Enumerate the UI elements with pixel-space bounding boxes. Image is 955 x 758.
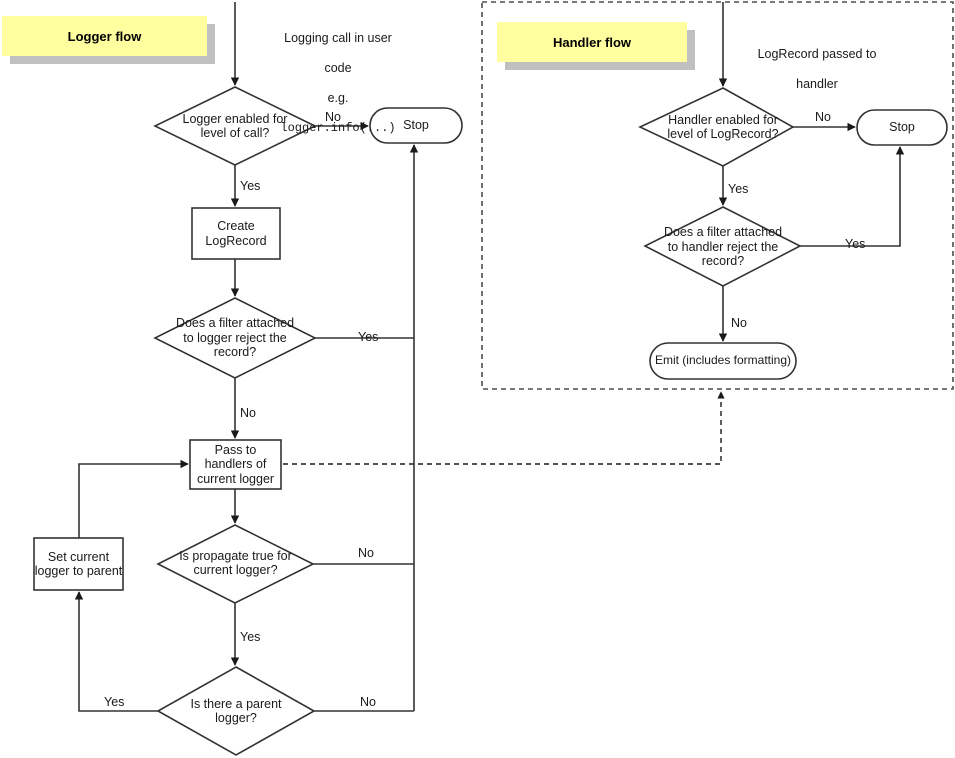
edge-pass-to-emit-dashed [283, 391, 725, 465]
edge-handler-filter-yes [800, 146, 905, 247]
logger-entry-line-3: e.g. [327, 91, 349, 105]
shape-create-logrecord [191, 207, 281, 260]
edge-label-handler-enabled-no: No [815, 110, 831, 124]
edge-label-handler-filter-yes: Yes [845, 237, 866, 251]
shape-handler-filter [643, 206, 802, 287]
edge-label-propagate-no: No [358, 546, 374, 560]
logger-entry-code: logger.info(...) [280, 121, 396, 135]
handler-flow-banner-label: Handler flow [552, 34, 631, 50]
shape-stop-handler [856, 109, 948, 146]
logger-entry-line-2: code [324, 61, 352, 75]
logger-entry-caption: Logging call in user code e.g. logger.in… [243, 16, 433, 150]
edge-label-handler-enabled-yes: Yes [728, 182, 749, 196]
handler-entry-line-2: handler [796, 77, 838, 91]
shape-pass-to-handlers [189, 439, 282, 490]
logger-flow-banner-label: Logger flow [67, 28, 142, 44]
logger-entry-line-1: Logging call in user [284, 31, 392, 45]
edge-label-handler-filter-no: No [731, 316, 747, 330]
edge-label-parent-yes: Yes [104, 695, 125, 709]
edge-label-logger-filter-yes: Yes [358, 330, 379, 344]
shape-set-current-logger [33, 537, 124, 591]
edge-label-logger-filter-no: No [240, 406, 256, 420]
edge-label-propagate-yes: Yes [240, 630, 261, 644]
handler-entry-caption: LogRecord passed to handler [727, 32, 907, 107]
handler-flow-banner-face: Handler flow [497, 22, 687, 62]
edge-parent-yes [74, 591, 158, 712]
edge-set-logger-to-pass [78, 459, 189, 538]
edge-label-logger-enabled-no: No [325, 110, 341, 124]
shape-emit [649, 342, 797, 380]
shape-has-parent [156, 666, 316, 756]
edge-label-parent-no: No [360, 695, 376, 709]
handler-flow-region [481, 1, 954, 390]
shape-is-propagate [156, 524, 315, 604]
logger-flow-banner-face: Logger flow [2, 16, 207, 56]
shape-logger-filter [153, 297, 317, 379]
logger-flow-banner: Logger flow [2, 16, 215, 64]
handler-entry-line-1: LogRecord passed to [757, 47, 877, 61]
handler-flow-banner: Handler flow [497, 22, 695, 70]
shape-stop-logger [369, 107, 463, 144]
edge-label-logger-enabled-yes: Yes [240, 179, 261, 193]
